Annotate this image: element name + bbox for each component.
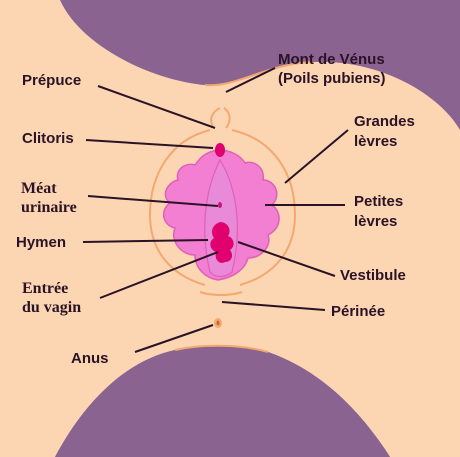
label-meat-line2: urinaire bbox=[21, 199, 77, 216]
label-clitoris: Clitoris bbox=[22, 130, 74, 147]
perineum-line bbox=[199, 291, 243, 296]
upper-shadow bbox=[60, 0, 460, 130]
prepuce-hood bbox=[210, 107, 231, 129]
label-petites-line1: Petites bbox=[354, 193, 404, 210]
leader-hymen bbox=[82, 239, 209, 243]
label-mont-venus-sub: (Poils pubiens) bbox=[278, 70, 386, 87]
buttock-line bbox=[174, 344, 269, 353]
lower-shadow bbox=[55, 345, 390, 457]
label-hymen: Hymen bbox=[16, 234, 67, 251]
leader-lines bbox=[82, 67, 349, 353]
leader-mont-venus bbox=[225, 67, 276, 93]
label-meat-line1: Méat bbox=[21, 180, 57, 197]
label-grandes-line2: lèvres bbox=[354, 133, 398, 150]
label-petites-line2: lèvres bbox=[354, 213, 398, 230]
leader-grandes bbox=[284, 129, 349, 184]
label-grandes-line1: Grandes bbox=[354, 113, 415, 130]
leader-prepuce bbox=[97, 85, 216, 129]
clitoris-mark bbox=[215, 143, 225, 157]
labia-majora-right bbox=[231, 129, 297, 286]
leader-meat bbox=[87, 195, 219, 207]
label-vagin-line2: du vagin bbox=[22, 299, 82, 316]
label-mont-venus: Mont de Vénus bbox=[278, 51, 385, 68]
leader-anus bbox=[134, 324, 214, 353]
label-perinee: Périnée bbox=[331, 303, 386, 320]
label-vagin-line1: Entrée bbox=[22, 280, 69, 297]
label-vestibule: Vestibule bbox=[340, 267, 406, 284]
label-anus: Anus bbox=[71, 350, 109, 367]
labia-majora-left bbox=[148, 129, 211, 286]
upper-curve-line bbox=[204, 61, 311, 87]
urethra-mark bbox=[218, 202, 222, 208]
leader-vestibule bbox=[237, 241, 336, 277]
label-prepuce: Prépuce bbox=[22, 72, 82, 89]
leader-clitoris bbox=[85, 139, 214, 149]
leader-vagin bbox=[99, 251, 219, 299]
leader-perinee bbox=[221, 301, 326, 311]
anus-inner bbox=[216, 320, 220, 326]
